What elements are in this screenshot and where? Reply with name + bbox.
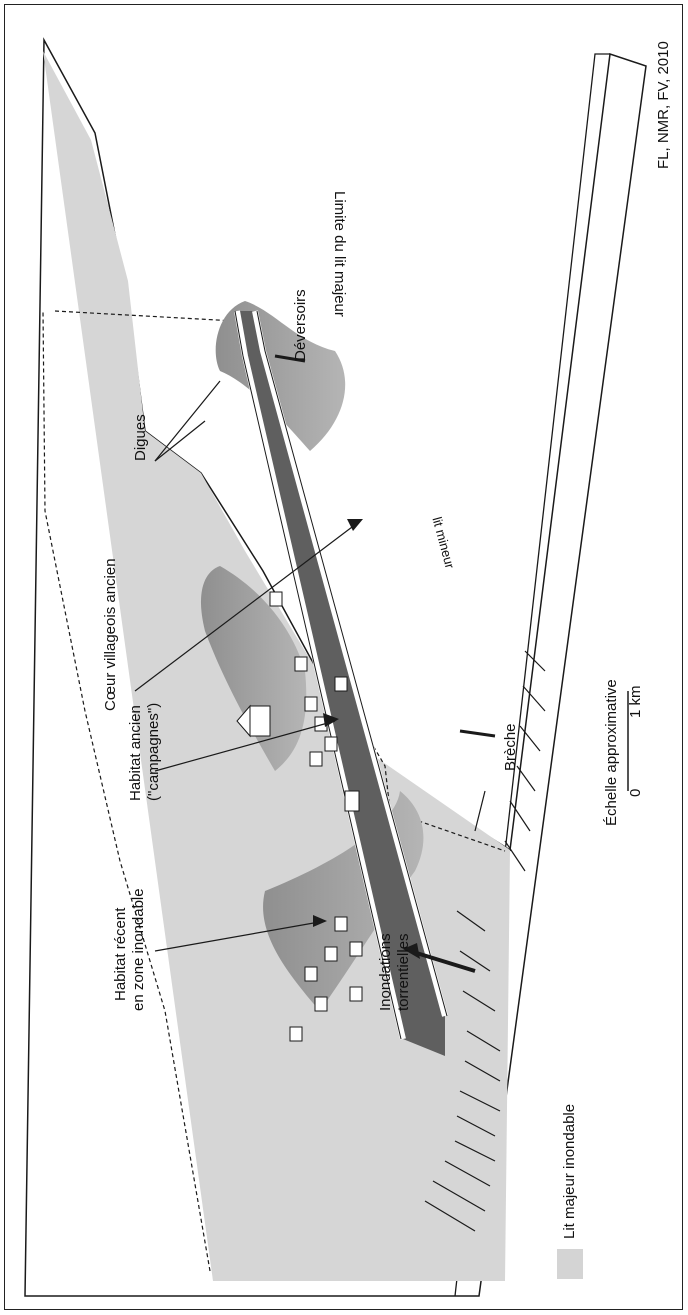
label-inondations-2: torrentielles: [395, 933, 412, 1011]
label-digues: Digues: [132, 414, 149, 461]
breach-arrow: [460, 731, 495, 736]
label-habitat-ancien-1: Habitat ancien: [127, 705, 144, 801]
label-habitat-recent-2: en zone inondable: [130, 888, 147, 1011]
scale-unit: 1 km: [627, 685, 645, 718]
legend-swatch: [557, 1249, 583, 1279]
scale-bar: [580, 591, 670, 851]
label-habitat-recent-1: Habitat récent: [112, 907, 129, 1001]
figure-frame: Cœur villageois ancien Digues Déversoirs…: [4, 4, 683, 1310]
scale-title: Échelle approximative: [603, 679, 621, 826]
label-inondations-1: Inondations: [377, 933, 394, 1011]
credit-line: FL, NMR, FV, 2010: [655, 41, 673, 169]
label-habitat-ancien-2: ("campagnes"): [145, 703, 162, 801]
scale-zero: 0: [627, 789, 645, 797]
legend-label: Lit majeur inondable: [561, 1104, 579, 1239]
label-limite-lit-majeur: Limite du lit majeur: [331, 191, 348, 317]
label-coeur-villageois: Cœur villageois ancien: [102, 558, 119, 711]
label-lit-mineur: lit mineur: [430, 515, 458, 570]
label-deversoirs: Déversoirs: [292, 289, 309, 361]
rotated-canvas: Cœur villageois ancien Digues Déversoirs…: [5, 5, 684, 1311]
label-breche: Brèche: [502, 723, 519, 771]
